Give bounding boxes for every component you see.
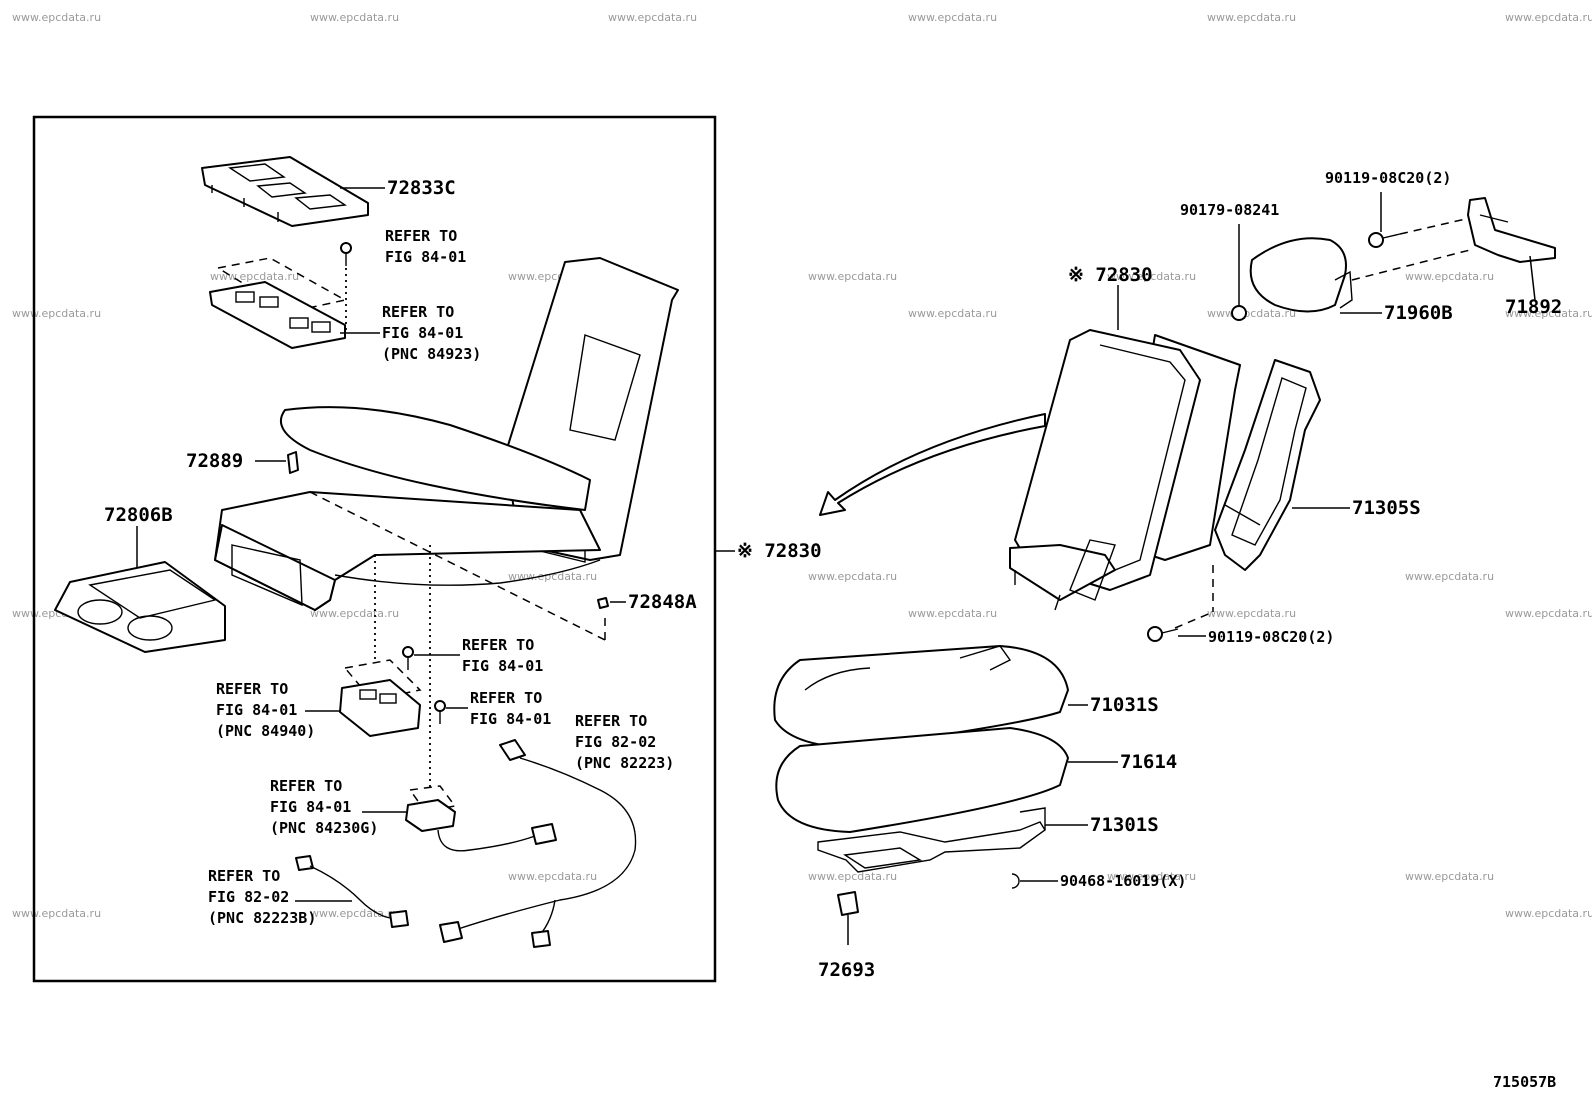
watermark: www.epcdata.ru bbox=[908, 607, 997, 620]
watermark: www.epcdata.ru bbox=[1207, 11, 1296, 24]
refer-label: (PNC 82223) bbox=[575, 754, 674, 772]
refer-label: FIG 84-01 bbox=[462, 657, 543, 675]
watermark: www.epcdata.ru bbox=[608, 11, 697, 24]
wire-harness-82223 bbox=[439, 739, 637, 948]
clip-72848a bbox=[597, 597, 609, 609]
watermark: www.epcdata.ru bbox=[1505, 907, 1592, 920]
console-box bbox=[214, 491, 601, 611]
refer-label: REFER TO bbox=[216, 680, 288, 698]
pad-71960b bbox=[1249, 237, 1353, 313]
label-72806b: 72806B bbox=[104, 504, 173, 526]
label-72830-inner: ※ 72830 bbox=[737, 540, 822, 562]
bracket-71892 bbox=[1467, 197, 1556, 263]
arrow-icon bbox=[819, 413, 1046, 516]
label-71031s: 71031S bbox=[1090, 694, 1159, 716]
watermark: www.epcdata.ru bbox=[1405, 870, 1494, 883]
refer-label: (PNC 84940) bbox=[216, 722, 315, 740]
clip-ring-icon bbox=[1011, 873, 1020, 889]
label-71960b: 71960B bbox=[1384, 302, 1453, 324]
switch-panel bbox=[209, 257, 348, 349]
watermark: www.epcdata.ru bbox=[1405, 570, 1494, 583]
frame-71305s bbox=[1214, 359, 1321, 571]
label-90119-top: 90119-08C20(2) bbox=[1325, 169, 1451, 187]
label-90468: 90468-16019(X) bbox=[1060, 872, 1186, 890]
refer-label: REFER TO bbox=[575, 712, 647, 730]
guide-line bbox=[1174, 611, 1214, 629]
figure-id: 715057B bbox=[1493, 1073, 1556, 1091]
refer-label: FIG 84-01 bbox=[270, 798, 351, 816]
cup-holder-72806b bbox=[54, 561, 226, 653]
refer-label: FIG 84-01 bbox=[216, 701, 297, 719]
leader-line bbox=[1529, 255, 1536, 301]
label-71614: 71614 bbox=[1120, 751, 1177, 773]
watermark: www.epcdata.ru bbox=[508, 870, 597, 883]
watermark: www.epcdata.ru bbox=[12, 307, 101, 320]
clip-72889 bbox=[287, 451, 299, 474]
refer-label: FIG 84-01 bbox=[382, 324, 463, 342]
label-72693: 72693 bbox=[818, 959, 875, 981]
screw-icon bbox=[340, 242, 352, 266]
watermark: www.epcdata.ru bbox=[1505, 607, 1592, 620]
refer-label: REFER TO bbox=[208, 867, 280, 885]
label-72848a: 72848A bbox=[628, 591, 697, 613]
cushion-pad-71614 bbox=[775, 727, 1069, 833]
watermark: www.epcdata.ru bbox=[310, 907, 399, 920]
bolt-icon bbox=[1147, 626, 1179, 642]
bolt-icon bbox=[1368, 232, 1401, 248]
refer-label: (PNC 82223B) bbox=[208, 909, 316, 927]
refer-label: REFER TO bbox=[462, 636, 534, 654]
watermark: www.epcdata.ru bbox=[12, 11, 101, 24]
refer-label: REFER TO bbox=[382, 303, 454, 321]
watermark: www.epcdata.ru bbox=[310, 11, 399, 24]
refer-label: FIG 84-01 bbox=[470, 710, 551, 728]
label-90119-bottom: 90119-08C20(2) bbox=[1208, 628, 1334, 646]
armrest-lid bbox=[279, 406, 591, 511]
watermark: www.epcdata.ru bbox=[908, 11, 997, 24]
watermark: www.epcdata.ru bbox=[12, 907, 101, 920]
label-90179: 90179-08241 bbox=[1180, 201, 1279, 219]
refer-label: REFER TO bbox=[385, 227, 457, 245]
watermark: www.epcdata.ru bbox=[1207, 307, 1296, 320]
watermark: www.epcdata.ru bbox=[1107, 270, 1196, 283]
label-72833c: 72833C bbox=[387, 177, 456, 199]
label-72889: 72889 bbox=[186, 450, 243, 472]
refer-label: FIG 84-01 bbox=[385, 248, 466, 266]
label-72830-right: ※ 72830 bbox=[1068, 264, 1153, 286]
refer-label: FIG 82-02 bbox=[208, 888, 289, 906]
screw-icon bbox=[402, 646, 414, 670]
refer-label: REFER TO bbox=[470, 689, 542, 707]
screw-icon bbox=[434, 700, 446, 724]
nut-icon bbox=[1231, 305, 1247, 321]
watermark: www.epcdata.ru bbox=[310, 607, 399, 620]
assembly-frame bbox=[32, 115, 717, 983]
guide-line bbox=[1351, 249, 1471, 281]
watermark: www.epcdata.ru bbox=[508, 570, 597, 583]
switch-84940 bbox=[339, 659, 422, 737]
module-84230g bbox=[405, 785, 557, 852]
watermark: www.epcdata.ru bbox=[808, 870, 897, 883]
watermark: www.epcdata.ru bbox=[808, 570, 897, 583]
frame-71301s bbox=[817, 807, 1046, 873]
refer-label: FIG 82-02 bbox=[575, 733, 656, 751]
watermark: www.epcdata.ru bbox=[1107, 870, 1196, 883]
clip-72693 bbox=[837, 891, 859, 916]
watermark: www.epcdata.ru bbox=[808, 270, 897, 283]
refer-label: (PNC 84923) bbox=[382, 345, 481, 363]
label-71892: 71892 bbox=[1505, 296, 1562, 318]
label-71301s: 71301S bbox=[1090, 814, 1159, 836]
armrest-back-assembly bbox=[1009, 329, 1241, 611]
watermark: www.epcdata.ru bbox=[1505, 11, 1592, 24]
part-72833c-cover bbox=[201, 156, 369, 227]
watermark: www.epcdata.ru bbox=[210, 270, 299, 283]
watermark: www.epcdata.ru bbox=[1505, 307, 1592, 320]
label-71305s: 71305S bbox=[1352, 497, 1421, 519]
wire-harness-82223b bbox=[295, 855, 409, 928]
refer-label: REFER TO bbox=[270, 777, 342, 795]
refer-label: (PNC 84230G) bbox=[270, 819, 378, 837]
watermark: www.epcdata.ru bbox=[1207, 607, 1296, 620]
guide-line bbox=[1399, 217, 1471, 235]
watermark: www.epcdata.ru bbox=[908, 307, 997, 320]
watermark: www.epcdata.ru bbox=[1405, 270, 1494, 283]
